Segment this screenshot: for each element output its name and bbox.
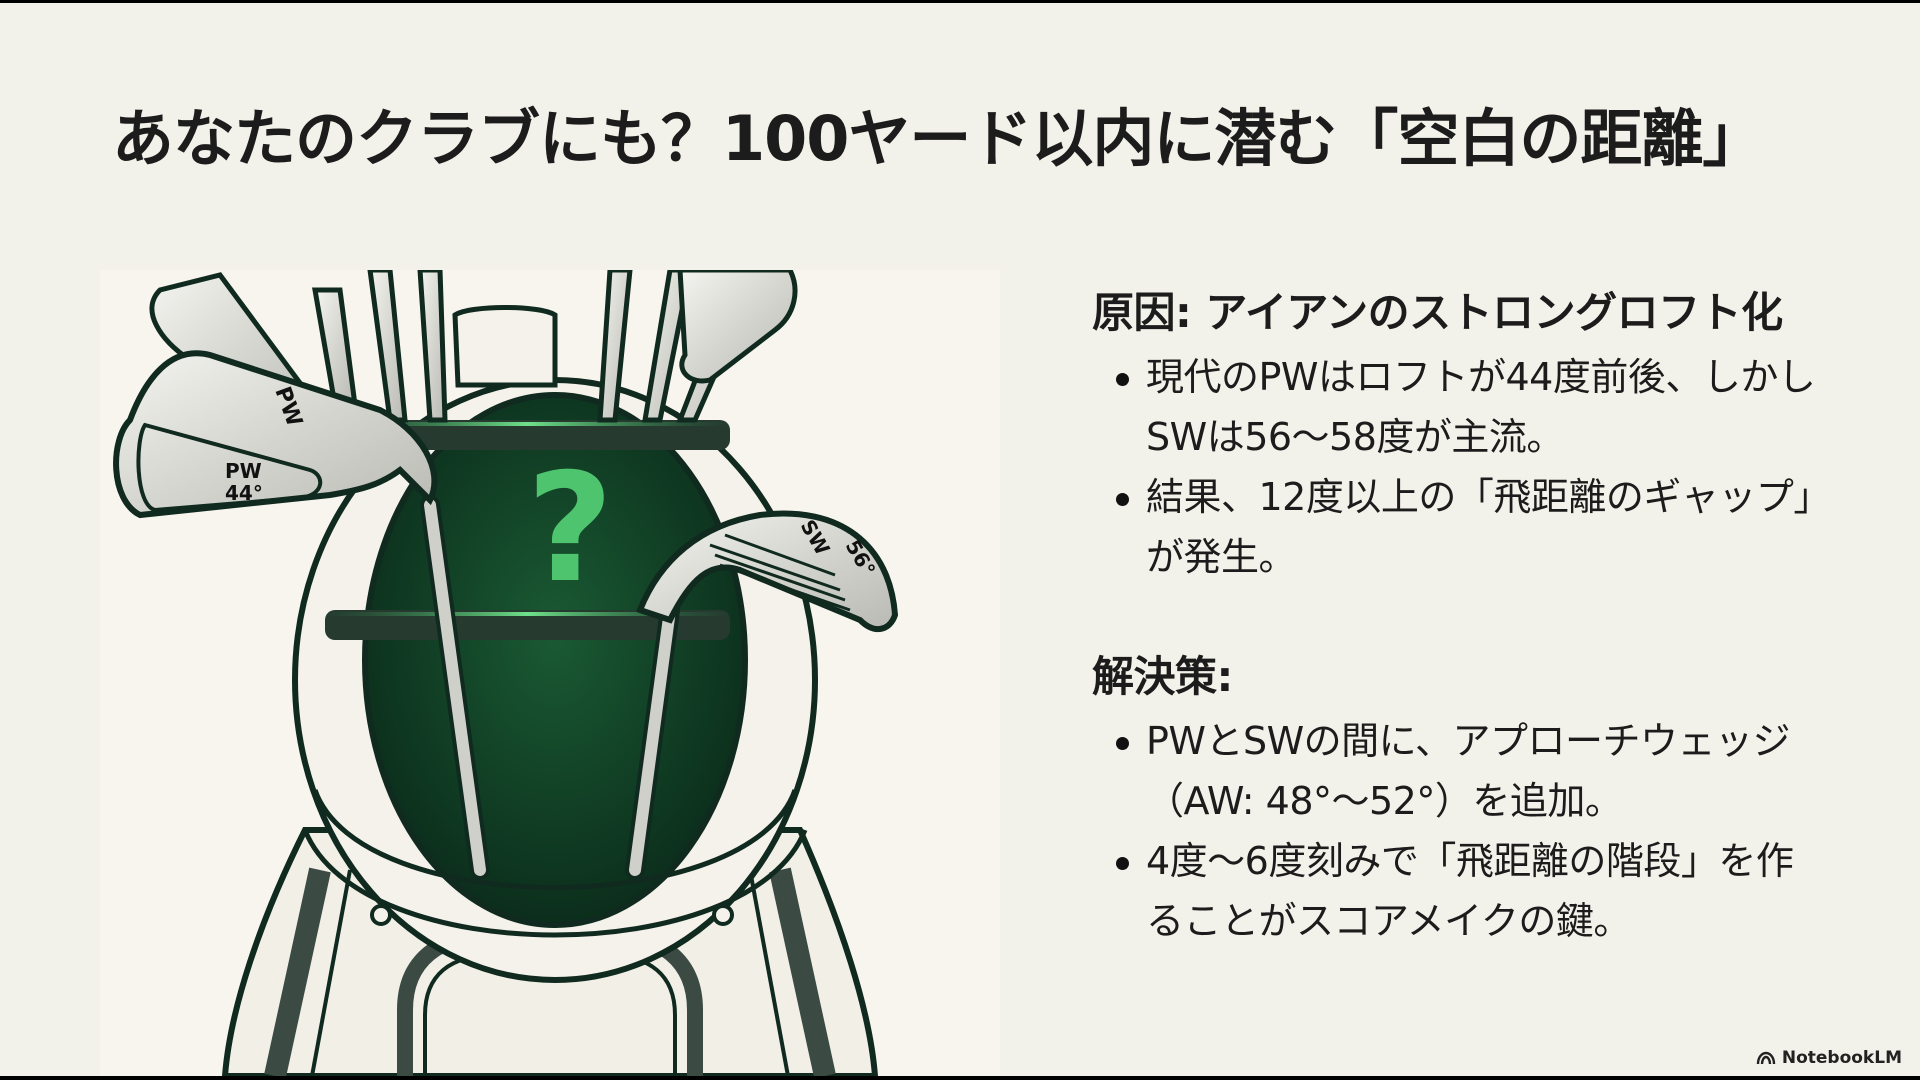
solution-bullet-list: PWとSWの間に、アプローチウェッジ （AW: 48°〜52°）を追加。 4度〜… [1092,711,1852,951]
bullet-dot-icon [1116,373,1129,386]
content-panel: 原因: アイアンのストロングロフト化 現代のPWはロフトが44度前後、しかし S… [1092,285,1852,951]
question-mark-icon: ? [526,442,613,616]
golf-bag-illustration: PW 44° PW SW 56° ? [100,270,1000,1076]
notebooklm-logo-icon [1756,1051,1776,1065]
bullet-line: PWとSWの間に、アプローチウェッジ [1146,719,1791,763]
cause-bullet-list: 現代のPWはロフトが44度前後、しかし SWは56〜58度が主流。 結果、12度… [1092,347,1852,587]
bullet-item: PWとSWの間に、アプローチウェッジ （AW: 48°〜52°）を追加。 [1092,711,1852,831]
bullet-line: SWは56〜58度が主流。 [1146,415,1564,459]
bullet-line: （AW: 48°〜52°）を追加。 [1146,779,1623,823]
cause-section: 原因: アイアンのストロングロフト化 現代のPWはロフトが44度前後、しかし S… [1092,285,1852,587]
pw-face-label: PW [225,459,262,483]
slide: あなたのクラブにも？100ヤード以内に潜む「空白の距離」 [0,3,1920,1076]
bullet-line: が発生。 [1146,535,1297,579]
bullet-item: 4度〜6度刻みで「飛距離の階段」を作 ることがスコアメイクの鍵。 [1092,831,1852,951]
cause-heading: 原因: アイアンのストロングロフト化 [1092,288,1783,337]
solution-heading: 解決策: [1092,652,1233,701]
bullet-item: 現代のPWはロフトが44度前後、しかし SWは56〜58度が主流。 [1092,347,1852,467]
bullet-line: 現代のPWはロフトが44度前後、しかし [1146,355,1816,399]
bullet-item: 結果、12度以上の「飛距離のギャップ」 が発生。 [1092,467,1852,587]
bullet-line: ることがスコアメイクの鍵。 [1146,899,1631,943]
bullet-line: 4度〜6度刻みで「飛距離の階段」を作 [1146,839,1794,883]
bullet-dot-icon [1116,857,1129,870]
watermark-label: NotebookLM [1781,1048,1902,1068]
notebooklm-watermark: NotebookLM [1756,1048,1902,1068]
bullet-dot-icon [1116,493,1129,506]
pw-club: PW 44° PW [113,350,490,880]
bullet-line: 結果、12度以上の「飛距離のギャップ」 [1146,475,1831,519]
solution-section: 解決策: PWとSWの間に、アプローチウェッジ （AW: 48°〜52°）を追加… [1092,649,1852,951]
bullet-dot-icon [1116,737,1129,750]
golf-bag-icon: PW 44° PW SW 56° ? [113,270,899,1076]
slide-title: あなたのクラブにも？100ヤード以内に潜む「空白の距離」 [112,102,1764,175]
pw-loft-label: 44° [225,481,263,505]
